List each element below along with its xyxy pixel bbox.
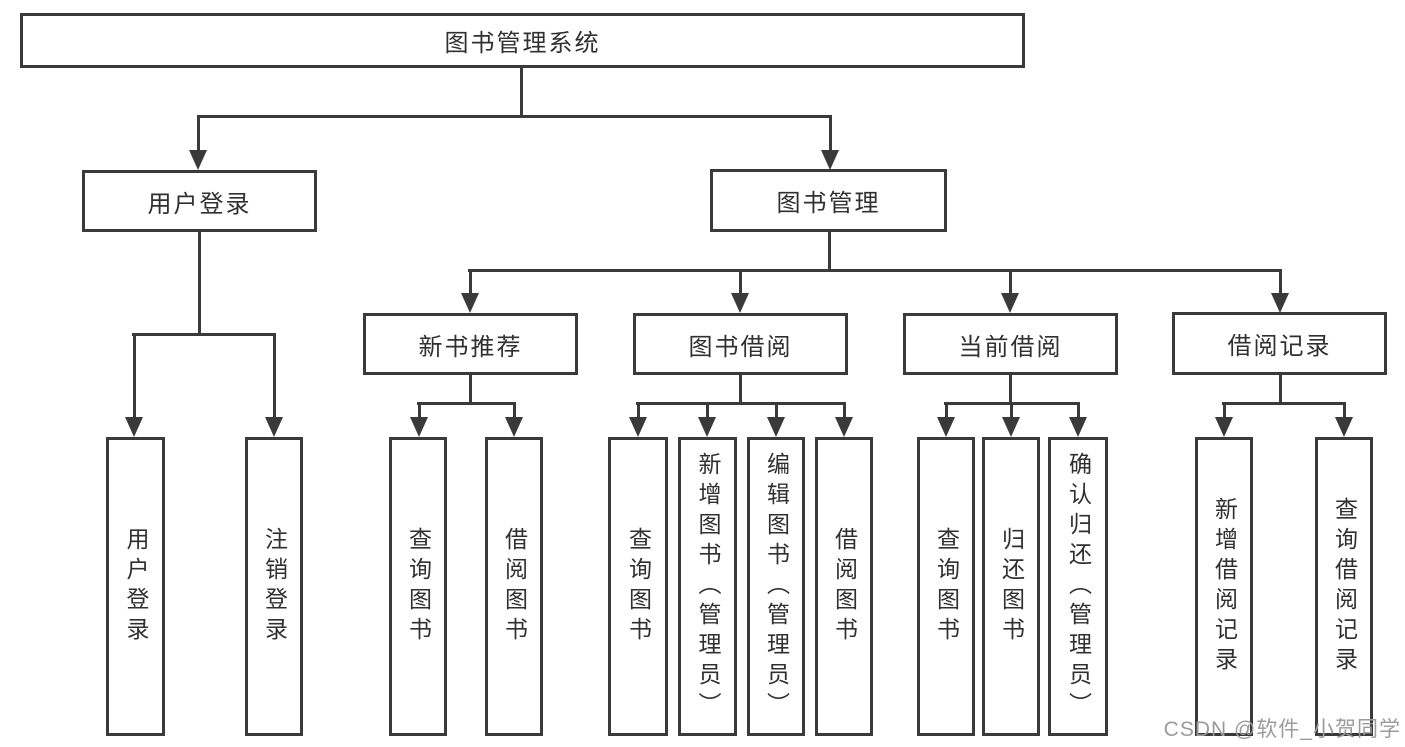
connector-line (1010, 403, 1013, 419)
node-logout: 注销登录 (245, 437, 303, 736)
connector-line (829, 116, 832, 152)
connector-line (1009, 270, 1012, 295)
arrowhead-icon (937, 417, 955, 437)
arrowhead-icon (1069, 417, 1087, 437)
connector-line (1009, 375, 1012, 405)
connector-line (775, 403, 778, 419)
connector-line (637, 403, 640, 419)
arrowhead-icon (1002, 417, 1020, 437)
connector-line (1077, 403, 1080, 419)
connector-line (133, 334, 136, 419)
connector-line (1222, 402, 1346, 405)
node-user-login-leaf: 用户登录 (106, 437, 165, 736)
node-new-book-recommend: 新书推荐 (363, 313, 578, 375)
connector-line (132, 333, 276, 336)
connector-line (636, 402, 846, 405)
connector-line (513, 403, 516, 419)
connector-line (417, 402, 516, 405)
connector-line (739, 270, 742, 295)
node-query-borrow-record: 查询借阅记录 (1315, 437, 1373, 736)
arrowhead-icon (1335, 417, 1353, 437)
node-edit-book-admin: 编辑图书（管理员） (747, 437, 805, 736)
arrowhead-icon (265, 417, 283, 437)
connector-line (706, 403, 709, 419)
node-book-management: 图书管理 (710, 169, 947, 232)
connector-line (843, 403, 846, 419)
arrowhead-icon (125, 417, 143, 437)
arrowhead-icon (698, 417, 716, 437)
connector-line (828, 232, 831, 272)
arrowhead-icon (505, 417, 523, 437)
connector-line (1279, 270, 1282, 295)
connector-line (945, 403, 948, 419)
node-library-system: 图书管理系统 (20, 13, 1025, 68)
arrowhead-icon (1215, 417, 1233, 437)
node-query-books-current: 查询图书 (917, 437, 975, 736)
arrowhead-icon (189, 150, 207, 170)
connector-line (468, 269, 1282, 272)
node-query-books-recommend: 查询图书 (389, 437, 447, 736)
node-add-borrow-record: 新增借阅记录 (1195, 437, 1253, 736)
arrowhead-icon (629, 417, 647, 437)
connector-line (469, 375, 472, 405)
csdn-watermark: CSDN @软件_小贺同学 (1163, 718, 1401, 741)
node-borrow-books-leaf: 借阅图书 (815, 437, 873, 736)
arrowhead-icon (821, 150, 839, 170)
connector-line (198, 232, 201, 336)
node-confirm-return-admin: 确认归还（管理员） (1048, 437, 1108, 736)
node-add-book-admin: 新增图书（管理员） (678, 437, 737, 736)
arrowhead-icon (835, 417, 853, 437)
connector-line (739, 375, 742, 405)
connector-line (1279, 375, 1282, 405)
arrowhead-icon (731, 293, 749, 313)
connector-line (197, 115, 832, 118)
arrowhead-icon (410, 417, 428, 437)
connector-line (1223, 403, 1226, 419)
arrowhead-icon (1271, 293, 1289, 313)
arrowhead-icon (461, 293, 479, 313)
node-borrow-books-recommend: 借阅图书 (485, 437, 543, 736)
arrowhead-icon (767, 417, 785, 437)
node-book-borrow: 图书借阅 (633, 313, 848, 375)
node-borrow-records: 借阅记录 (1172, 312, 1387, 375)
node-return-books: 归还图书 (982, 437, 1040, 736)
connector-line (469, 270, 472, 295)
arrowhead-icon (1001, 293, 1019, 313)
connector-line (520, 68, 523, 118)
connector-line (418, 403, 421, 419)
node-user-login: 用户登录 (82, 170, 317, 232)
node-query-books-borrow: 查询图书 (608, 437, 668, 736)
connector-line (1343, 403, 1346, 419)
node-current-borrow: 当前借阅 (903, 313, 1118, 375)
connector-line (197, 116, 200, 152)
connector-line (273, 334, 276, 419)
